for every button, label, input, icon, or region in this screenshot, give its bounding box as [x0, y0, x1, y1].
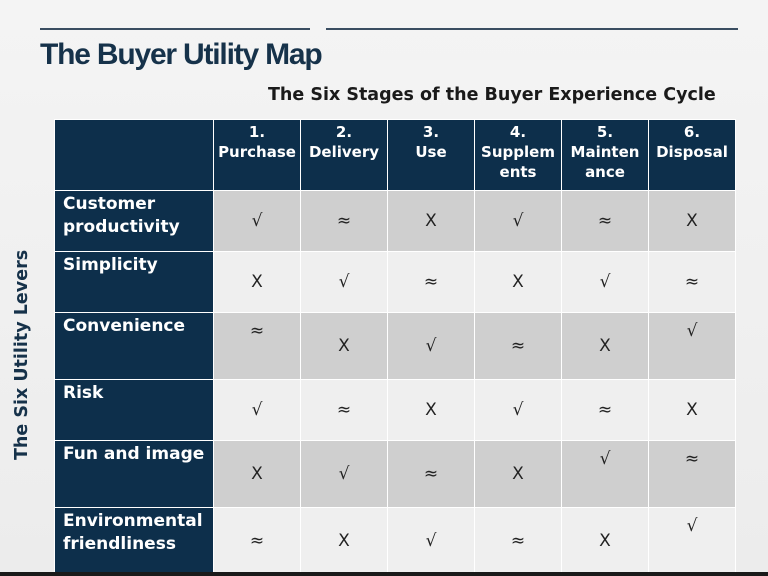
stage-header: 2.Delivery — [300, 119, 388, 191]
table-cell: √ — [474, 379, 562, 441]
table-cell: √ — [648, 507, 736, 575]
table-row: Environmental friendliness ≈ X √ ≈ X √ — [54, 507, 736, 575]
table-cell: X — [387, 190, 475, 252]
slide-title: The Buyer Utility Map — [40, 38, 323, 71]
table-row: Fun and image X √ ≈ X √ ≈ — [54, 440, 736, 508]
lever-label: Fun and image — [54, 440, 214, 508]
table-cell: X — [300, 312, 388, 380]
table-cell: ≈ — [648, 440, 736, 508]
table-cell: X — [213, 251, 301, 313]
stage-header: 6.Disposal — [648, 119, 736, 191]
stage-header: 3.Use — [387, 119, 475, 191]
top-rule-right — [326, 28, 738, 30]
table-cell: ≈ — [387, 251, 475, 313]
table-cell: X — [300, 507, 388, 575]
table-cell: X — [561, 507, 649, 575]
lever-label: Convenience — [54, 312, 214, 380]
corner-cell — [54, 119, 214, 191]
table-row: Customer productivity √ ≈ X √ ≈ X — [54, 190, 736, 252]
bottom-bar — [0, 572, 768, 576]
table-cell: ≈ — [213, 312, 301, 380]
lever-label: Simplicity — [54, 251, 214, 313]
table-cell: ≈ — [561, 190, 649, 252]
lever-label: Customer productivity — [54, 190, 214, 252]
table-cell: √ — [213, 379, 301, 441]
table-cell: ≈ — [300, 379, 388, 441]
table-row: Simplicity X √ ≈ X √ ≈ — [54, 251, 736, 313]
table-cell: √ — [561, 251, 649, 313]
table-cell: ≈ — [474, 507, 562, 575]
table-cell: ≈ — [213, 507, 301, 575]
table-cell: √ — [387, 507, 475, 575]
table-cell: X — [474, 440, 562, 508]
lever-label: Risk — [54, 379, 214, 441]
table-cell: X — [648, 379, 736, 441]
table-cell: ≈ — [648, 251, 736, 313]
lever-label: Environmental friendliness — [54, 507, 214, 575]
table-subtitle: The Six Stages of the Buyer Experience C… — [268, 85, 716, 105]
table-cell: X — [213, 440, 301, 508]
stage-header: 1.Purchase — [213, 119, 301, 191]
table-cell: ≈ — [300, 190, 388, 252]
table-cell: ≈ — [474, 312, 562, 380]
table-cell: X — [648, 190, 736, 252]
table-cell: √ — [474, 190, 562, 252]
table-cell: X — [474, 251, 562, 313]
table-cell: √ — [561, 440, 649, 508]
side-axis-label: The Six Utility Levers — [12, 249, 32, 460]
table-cell: √ — [648, 312, 736, 380]
table-row: Convenience ≈ X √ ≈ X √ — [54, 312, 736, 380]
table-cell: X — [561, 312, 649, 380]
table-cell: √ — [387, 312, 475, 380]
table-cell: √ — [300, 251, 388, 313]
table-cell: √ — [213, 190, 301, 252]
top-rule-left — [40, 28, 310, 30]
table-cell: √ — [300, 440, 388, 508]
table-cell: X — [387, 379, 475, 441]
table-row: Risk √ ≈ X √ ≈ X — [54, 379, 736, 441]
table-cell: ≈ — [387, 440, 475, 508]
table-cell: ≈ — [561, 379, 649, 441]
